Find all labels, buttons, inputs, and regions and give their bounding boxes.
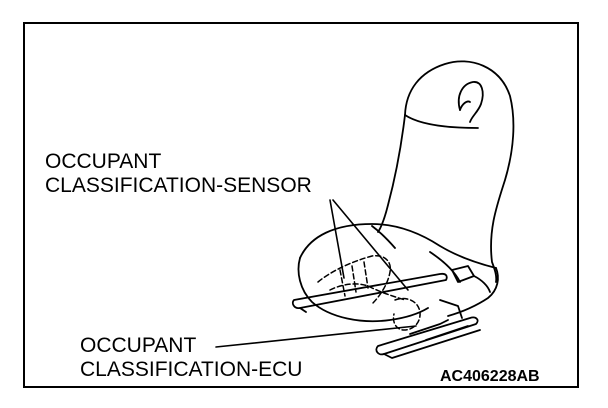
sensor-label-line1: OCCUPANT (45, 150, 162, 173)
figure-frame (23, 22, 579, 388)
ecu-label-line1: OCCUPANT (80, 334, 197, 357)
seat-cushion (297, 223, 499, 323)
sensor-label: OCCUPANT CLASSIFICATION-SENSOR (45, 150, 312, 198)
sensor-label-line2: CLASSIFICATION-SENSOR (45, 174, 312, 197)
ecu-label: OCCUPANT CLASSIFICATION-ECU (80, 334, 302, 382)
sensor-pad (317, 254, 421, 331)
ecu-leader-line (215, 325, 417, 348)
ecu-label-line2: CLASSIFICATION-ECU (80, 358, 303, 381)
sensor-leader-lines (329, 199, 409, 291)
seat-rails (291, 272, 481, 359)
figure-code: AC406228AB (440, 368, 540, 385)
